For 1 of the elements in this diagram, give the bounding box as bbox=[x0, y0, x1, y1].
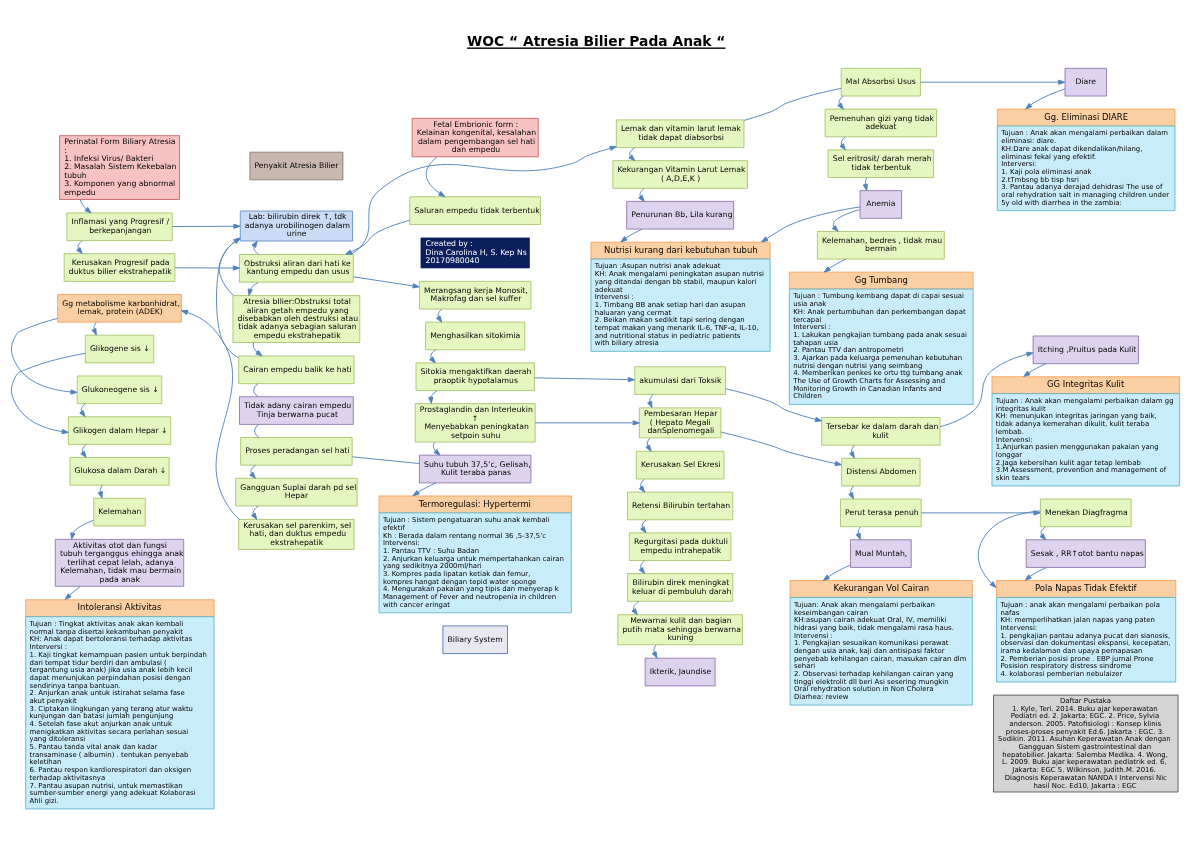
diagram-title: WOC “ Atresia Bilier Pada Anak “ bbox=[467, 33, 726, 50]
